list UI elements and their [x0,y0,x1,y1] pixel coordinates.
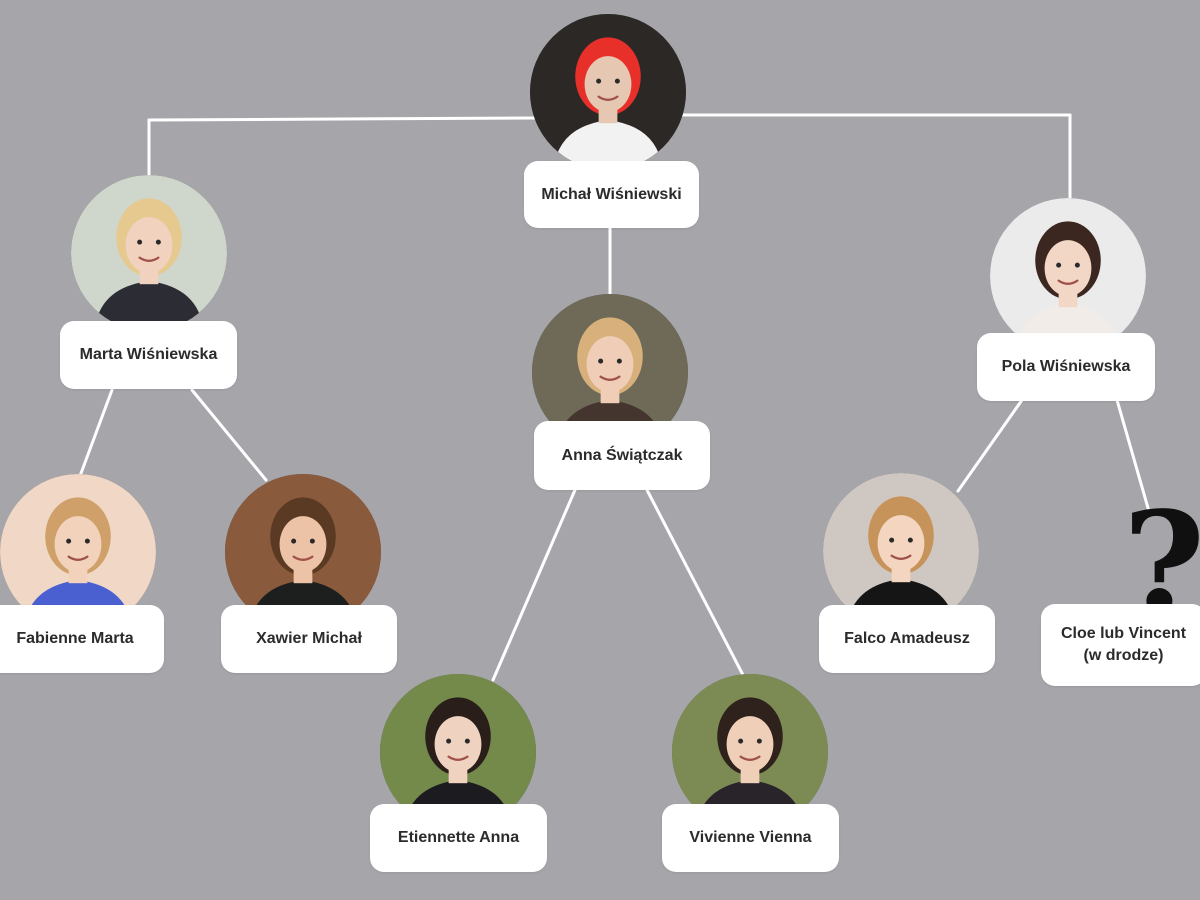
portrait-face [434,716,482,773]
portrait-face [877,515,925,572]
link-michal-marta-horizontal [147,116,537,122]
marta-name-label: Marta Wiśniewska [60,321,237,389]
portrait-eye-left [137,239,143,245]
unborn-name-label: Cloe lub Vincent (w drodze) [1041,604,1200,686]
unborn-name-line2: (w drodze) [1083,647,1164,664]
portrait-mouth [447,755,469,761]
portrait-mouth [739,755,761,761]
portrait-eye-right [1074,262,1080,268]
portrait-eye-left [598,358,604,364]
portrait-body [553,120,663,170]
etiennette-name-label: Etiennette Anna [370,804,547,872]
falco-name-label: Falco Amadeusz [819,605,995,673]
portrait-mouth [67,555,89,561]
marta-photo [71,175,227,331]
michal-photo [530,14,686,170]
portrait-face [586,336,634,393]
portrait-mouth [138,256,160,262]
portrait-eye-left [738,738,744,744]
anna-name-label: Anna Świątczak [534,421,710,490]
xawier-name-label: Xawier Michał [221,605,397,673]
vivienne-name-label: Vivienne Vienna [662,804,839,872]
portrait-illustration [823,473,979,629]
falco-photo [823,473,979,629]
portrait-eye-right [309,538,315,544]
portrait-eye-right [756,738,762,744]
portrait-face [54,516,102,573]
link-pola-falco [956,398,1024,493]
portrait-eye-right [155,239,161,245]
portrait-mouth [599,375,621,381]
portrait-eye-left [446,738,452,744]
pola-name-label: Pola Wiśniewska [977,333,1155,401]
portrait-face [584,56,632,113]
unborn-name-line1: Cloe lub Vincent [1060,625,1187,643]
portrait-eye-right [464,738,470,744]
portrait-eye-left [1056,262,1062,268]
portrait-illustration [71,175,227,331]
portrait-mouth [890,554,912,560]
link-anna-etiennette [491,488,577,682]
portrait-eye-left [596,78,602,84]
portrait-mouth [292,555,314,561]
portrait-face [125,217,173,274]
portrait-eye-right [614,78,620,84]
portrait-mouth [1057,279,1079,285]
portrait-face [1044,240,1092,297]
portrait-illustration [990,198,1146,354]
portrait-illustration [530,14,686,170]
portrait-face [279,516,327,573]
link-marta-xawier [190,388,268,482]
xawier-photo [225,474,381,630]
portrait-eye-left [889,537,895,543]
link-pola-unborn [1115,398,1152,517]
michal-name-label: Michał Wiśniewski [524,161,699,228]
portrait-eye-right [84,538,90,544]
portrait-eye-left [291,538,297,544]
portrait-body [94,281,204,331]
portrait-eye-right [616,358,622,364]
link-anna-vivienne [645,488,745,677]
portrait-eye-left [66,538,72,544]
pola-photo [990,198,1146,354]
portrait-eye-right [907,537,913,543]
fabienne-name-label: Fabienne Marta [0,605,164,673]
link-marta-fabienne [78,388,114,478]
portrait-face [726,716,774,773]
portrait-mouth [597,95,619,101]
